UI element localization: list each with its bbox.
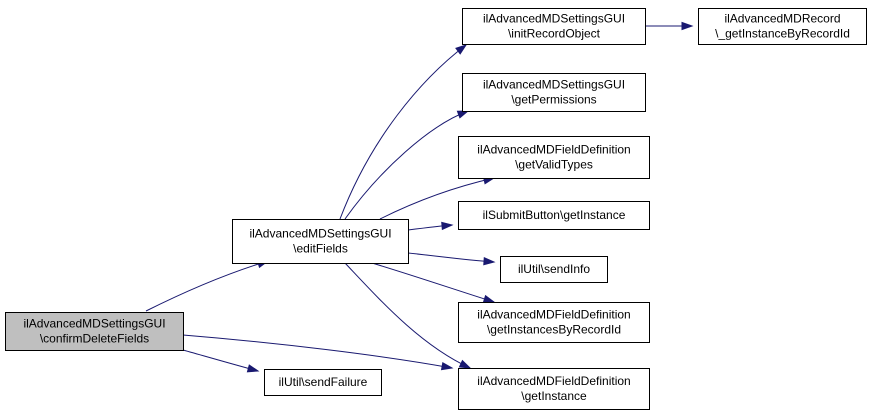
edge-arrowhead bbox=[441, 221, 454, 231]
edge-arrowhead bbox=[458, 359, 472, 369]
node-getInstancesByRecordId[interactable]: ilAdvancedMDFieldDefinition\getInstances… bbox=[458, 302, 650, 343]
edge-line bbox=[371, 262, 495, 303]
edge-line bbox=[379, 177, 495, 220]
node-box[interactable] bbox=[264, 369, 382, 396]
edge-arrowhead bbox=[483, 257, 496, 266]
edges-layer bbox=[145, 21, 694, 373]
edge-editFields-to-getPermissions bbox=[344, 110, 470, 220]
edge-confirm-to-getInstance bbox=[182, 334, 454, 371]
node-method-label: \editFields bbox=[293, 242, 348, 256]
node-box[interactable] bbox=[458, 302, 650, 343]
node-class-label: ilAdvancedMDFieldDefinition bbox=[477, 308, 630, 322]
edge-line bbox=[182, 334, 453, 369]
edge-editFields-to-submitGetInstance bbox=[407, 221, 454, 231]
node-class-label: ilAdvancedMDFieldDefinition bbox=[477, 374, 630, 388]
node-box[interactable] bbox=[458, 136, 650, 179]
edge-arrowhead bbox=[456, 110, 470, 119]
edge-initRecordObject-to-recordGetInstance bbox=[645, 21, 694, 31]
node-class-label: ilSubmitButton\getInstance bbox=[483, 208, 626, 222]
node-method-label: \getInstancesByRecordId bbox=[487, 323, 621, 337]
node-sendFailure[interactable]: ilUtil\sendFailure bbox=[264, 369, 382, 396]
edge-arrowhead bbox=[455, 44, 468, 55]
edge-arrowhead bbox=[246, 364, 260, 373]
node-box[interactable] bbox=[232, 219, 409, 264]
node-box[interactable] bbox=[458, 201, 650, 230]
node-class-label: ilUtil\sendInfo bbox=[518, 262, 590, 276]
node-recordGetInstance[interactable]: ilAdvancedMDRecord\_getInstanceByRecordI… bbox=[698, 8, 867, 45]
node-getPermissions[interactable]: ilAdvancedMDSettingsGUI\getPermissions bbox=[462, 73, 646, 112]
node-sendInfo[interactable]: ilUtil\sendInfo bbox=[500, 256, 608, 283]
node-box[interactable] bbox=[500, 256, 608, 283]
edge-editFields-to-getInstancesByRecordId bbox=[371, 262, 496, 303]
edge-line bbox=[339, 44, 467, 220]
node-box[interactable] bbox=[698, 8, 867, 45]
nodes-layer: ilAdvancedMDSettingsGUI\confirmDeleteFie… bbox=[5, 8, 867, 410]
node-class-label: ilAdvancedMDSettingsGUI bbox=[483, 12, 625, 26]
node-box[interactable] bbox=[462, 8, 646, 45]
edge-editFields-to-getInstance bbox=[344, 262, 472, 369]
node-method-label: \initRecordObject bbox=[508, 27, 601, 41]
edge-editFields-to-sendInfo bbox=[407, 252, 496, 266]
edge-line bbox=[145, 260, 269, 312]
node-initRecordObject[interactable]: ilAdvancedMDSettingsGUI\initRecordObject bbox=[462, 8, 646, 45]
node-editFields[interactable]: ilAdvancedMDSettingsGUI\editFields bbox=[232, 219, 409, 264]
node-method-label: \getInstance bbox=[521, 389, 587, 403]
edge-arrowhead bbox=[482, 294, 496, 303]
edge-line bbox=[182, 349, 259, 372]
edge-line bbox=[344, 262, 471, 369]
node-submitGetInstance[interactable]: ilSubmitButton\getInstance bbox=[458, 201, 650, 230]
edge-line bbox=[344, 110, 469, 220]
node-class-label: ilAdvancedMDFieldDefinition bbox=[477, 143, 630, 157]
node-class-label: ilAdvancedMDRecord bbox=[724, 12, 840, 26]
node-class-label: ilUtil\sendFailure bbox=[279, 375, 368, 389]
node-class-label: ilAdvancedMDSettingsGUI bbox=[23, 317, 165, 331]
node-box[interactable] bbox=[458, 368, 650, 410]
node-getInstance[interactable]: ilAdvancedMDFieldDefinition\getInstance bbox=[458, 368, 650, 410]
edge-arrowhead bbox=[681, 21, 694, 31]
node-confirm[interactable]: ilAdvancedMDSettingsGUI\confirmDeleteFie… bbox=[5, 312, 184, 351]
node-method-label: \getValidTypes bbox=[515, 158, 593, 172]
node-box[interactable] bbox=[5, 312, 184, 351]
node-method-label: \_getInstanceByRecordId bbox=[715, 27, 850, 41]
edge-confirm-to-sendFailure bbox=[182, 349, 260, 373]
node-class-label: ilAdvancedMDSettingsGUI bbox=[249, 227, 391, 241]
edge-line bbox=[407, 252, 495, 263]
node-getValidTypes[interactable]: ilAdvancedMDFieldDefinition\getValidType… bbox=[458, 136, 650, 179]
node-class-label: ilAdvancedMDSettingsGUI bbox=[483, 78, 625, 92]
node-method-label: \confirmDeleteFields bbox=[40, 332, 149, 346]
edge-confirm-to-editFields bbox=[145, 260, 270, 312]
edge-editFields-to-initRecordObject bbox=[339, 44, 468, 220]
node-box[interactable] bbox=[462, 73, 646, 112]
node-method-label: \getPermissions bbox=[511, 93, 596, 107]
edge-arrowhead bbox=[440, 362, 454, 371]
